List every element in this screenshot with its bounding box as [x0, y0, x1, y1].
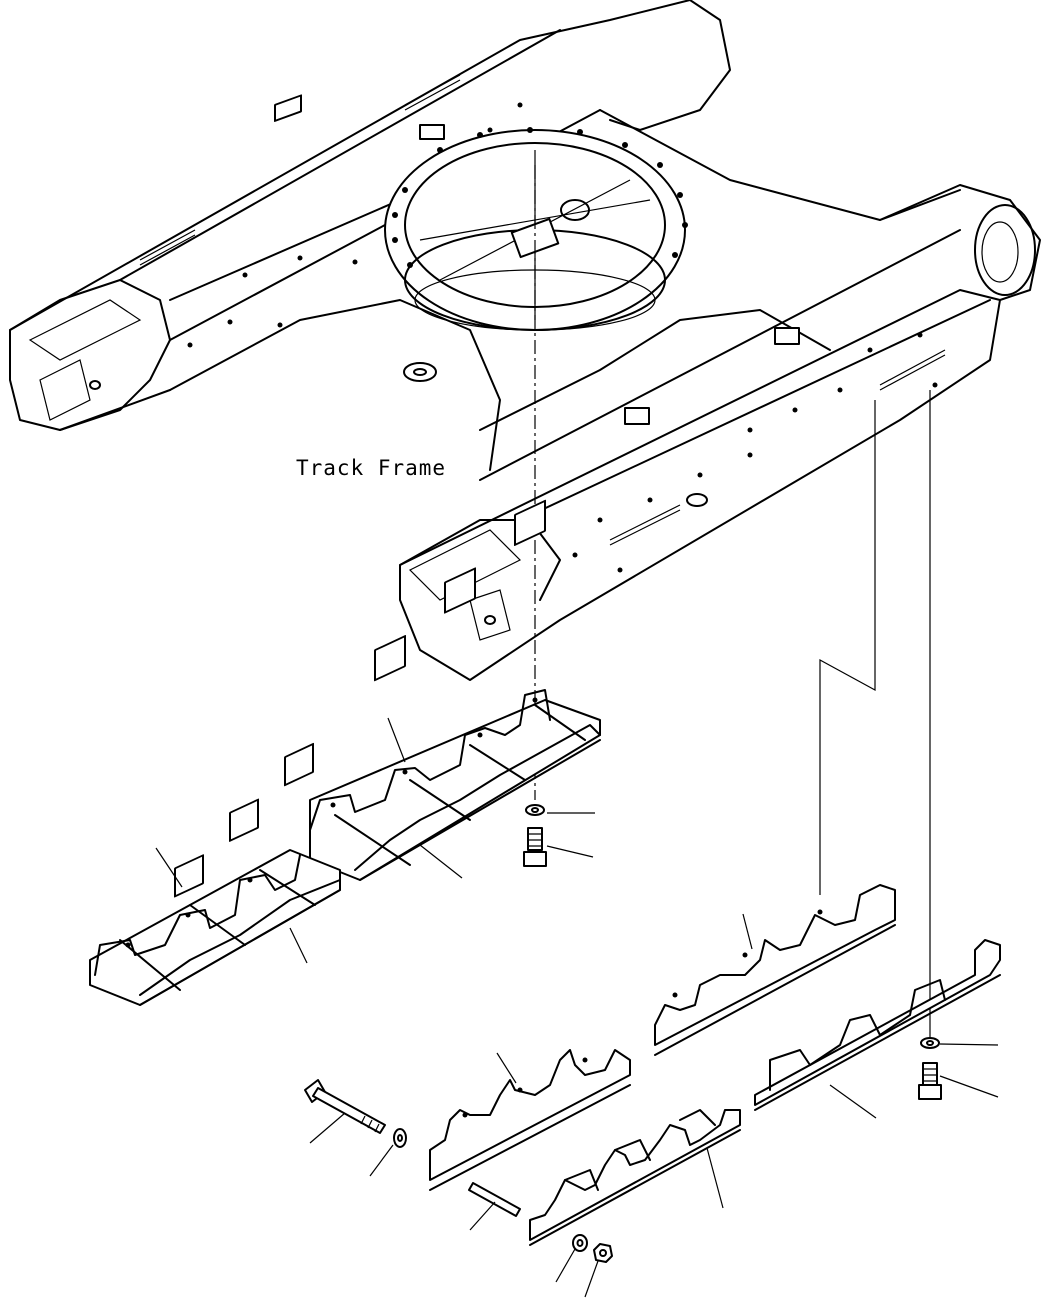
bolt-right: [918, 1062, 942, 1100]
right-lower-guard: [754, 939, 1001, 1111]
pin: [468, 1182, 521, 1217]
center-lower-guard: [529, 1109, 741, 1246]
right-upper-guard: [654, 884, 896, 1056]
track-frame: [9, 0, 1041, 681]
washer-upper: [525, 804, 545, 816]
washer-long-bolt: [393, 1128, 407, 1148]
left-upper-guard-assembly: [309, 499, 601, 881]
callout-leaders: [155, 717, 999, 1298]
track-frame-label: Track Frame: [296, 456, 446, 480]
left-lower-guard-assembly: [89, 742, 341, 1006]
bolt-upper: [523, 827, 547, 867]
leader-line-right-guard: [819, 400, 876, 895]
long-bolt: [304, 1079, 386, 1134]
washer-right: [920, 1037, 940, 1049]
nut-lower: [593, 1243, 613, 1263]
washer-lower: [572, 1234, 588, 1252]
center-upper-guard: [429, 1049, 631, 1191]
